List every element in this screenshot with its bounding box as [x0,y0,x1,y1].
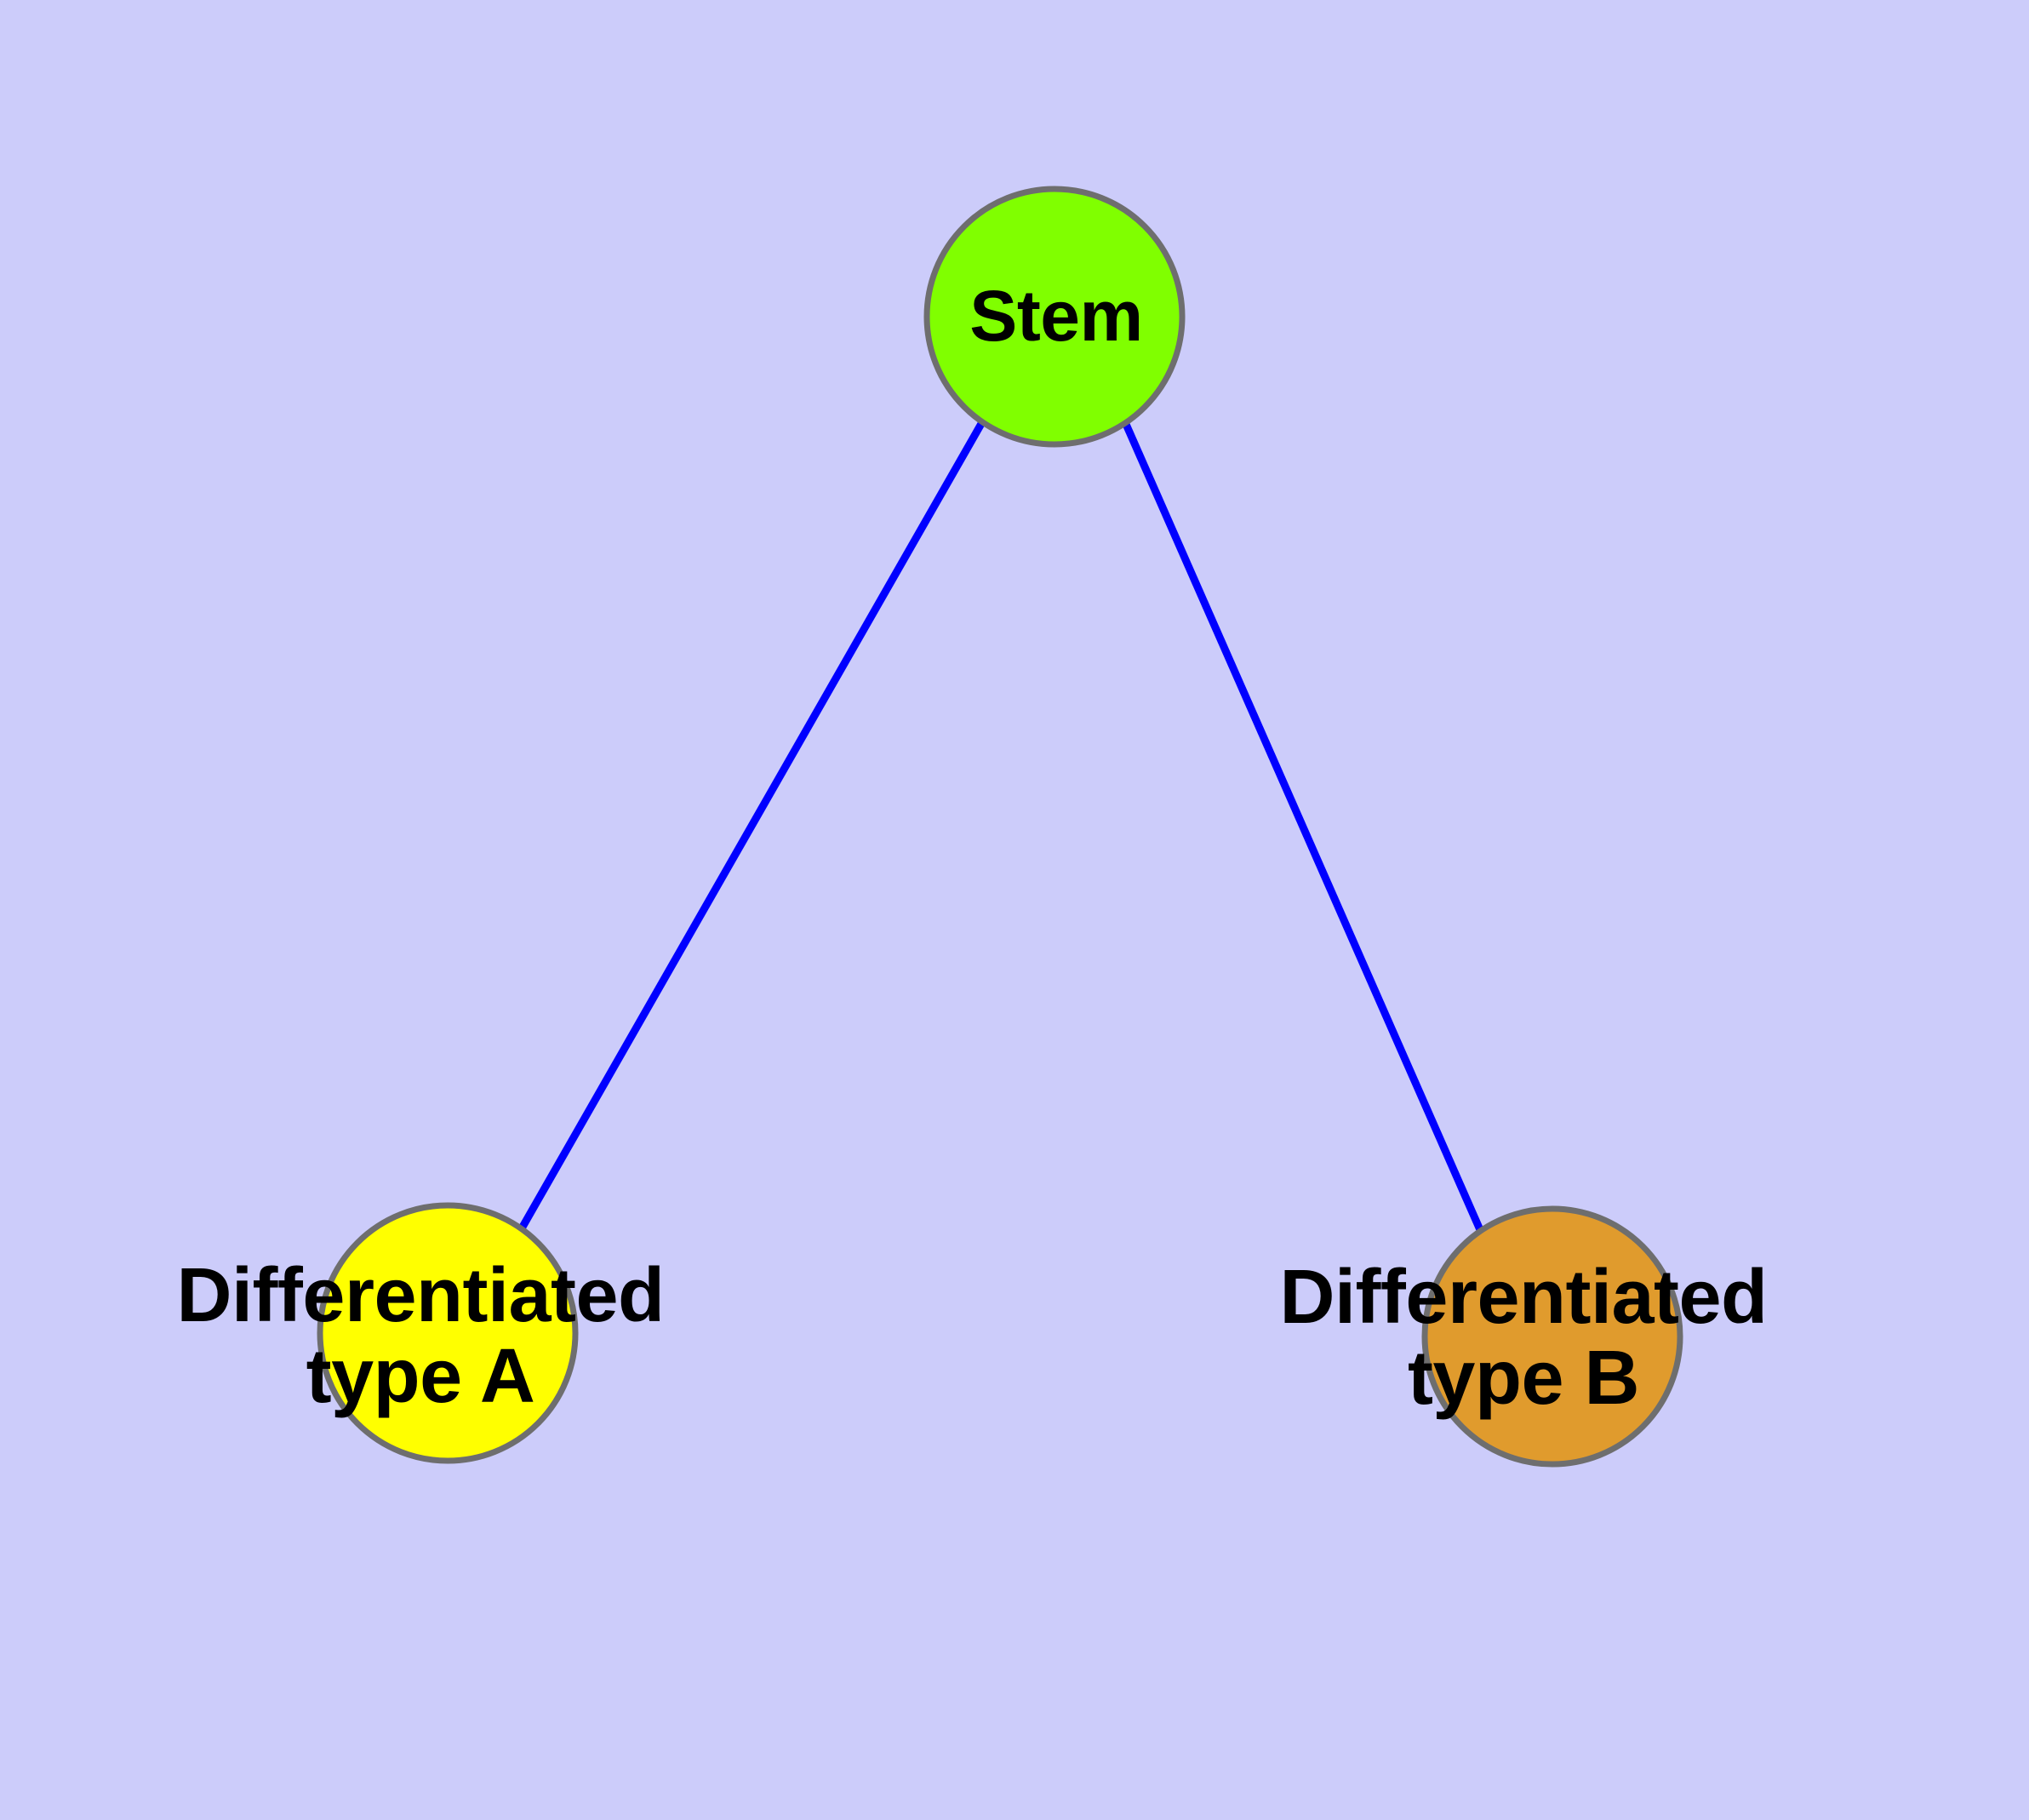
node-circle-differentiated-type-b[interactable] [1421,1205,1683,1468]
edge-stem-to-differentiated-type-b[interactable] [1121,421,1485,1233]
edge-stem-to-differentiated-type-a[interactable] [518,420,986,1231]
node-circle-stem[interactable] [923,186,1186,448]
node-layer [317,186,1683,1468]
node-circle-differentiated-type-a[interactable] [317,1202,579,1464]
edge-layer [518,420,1485,1233]
